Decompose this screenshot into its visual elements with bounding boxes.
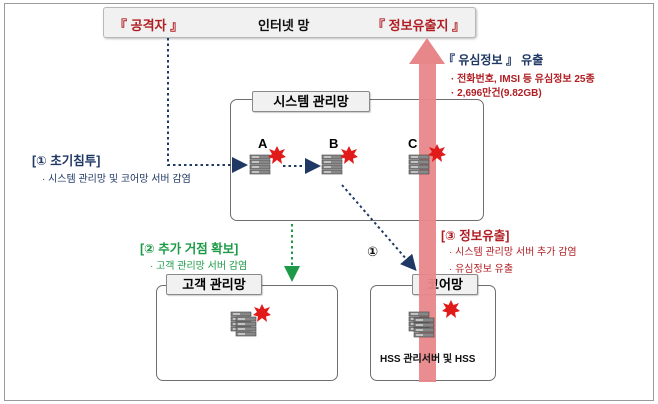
- step1-title: [① 초기침투]: [32, 154, 101, 168]
- internet-bar: 『 공격자 』 인터넷 망 『 정보유출지 』: [103, 7, 476, 38]
- step1-line1: · 시스템 관리망 및 코어망 서버 감염: [42, 174, 191, 185]
- customer-server-icon: [235, 316, 257, 337]
- initial-infiltration-arrow: [167, 38, 248, 173]
- infection-burst-icon: [442, 300, 460, 318]
- internet-label: 인터넷 망: [258, 18, 310, 33]
- server-c-label: C: [408, 136, 418, 151]
- step3-line2: · 유심정보 유출: [449, 264, 514, 275]
- server-a-icon: [249, 154, 271, 175]
- step1-marker: ①: [367, 244, 379, 259]
- server-b-label: B: [329, 136, 339, 151]
- server-a-label: A: [258, 136, 268, 151]
- attacker-label: 『 공격자 』: [114, 18, 184, 33]
- exfil-site-label: 『 정보유출지 』: [372, 18, 466, 33]
- step3-title: [③ 정보유출]: [441, 229, 510, 243]
- step3-line1: · 시스템 관리망 서버 추가 감염: [449, 247, 577, 258]
- system-network-box: [230, 99, 484, 221]
- exfil-info-line2: · 2,696만건(9.82GB): [451, 88, 542, 99]
- core-server-caption: HSS 관리서버 및 HSS: [380, 354, 476, 365]
- b-to-core-arrow: [341, 184, 417, 272]
- exfil-info-title: 『 유심정보 』 유출: [443, 53, 544, 67]
- server-b-icon: [321, 154, 343, 175]
- exfil-arrow: [409, 38, 445, 382]
- customer-network-label: 고객 관리망: [166, 274, 262, 295]
- system-network-label: 시스템 관리망: [252, 91, 370, 112]
- exfil-info-line1: · 전화번호, IMSI 등 유심정보 25종: [451, 74, 595, 85]
- infection-burst-icon: [268, 146, 286, 164]
- step2-line1: · 고객 관리망 서버 감염: [150, 261, 248, 272]
- infection-burst-icon: [340, 146, 358, 164]
- step2-title: [② 추가 거점 확보]: [140, 242, 239, 256]
